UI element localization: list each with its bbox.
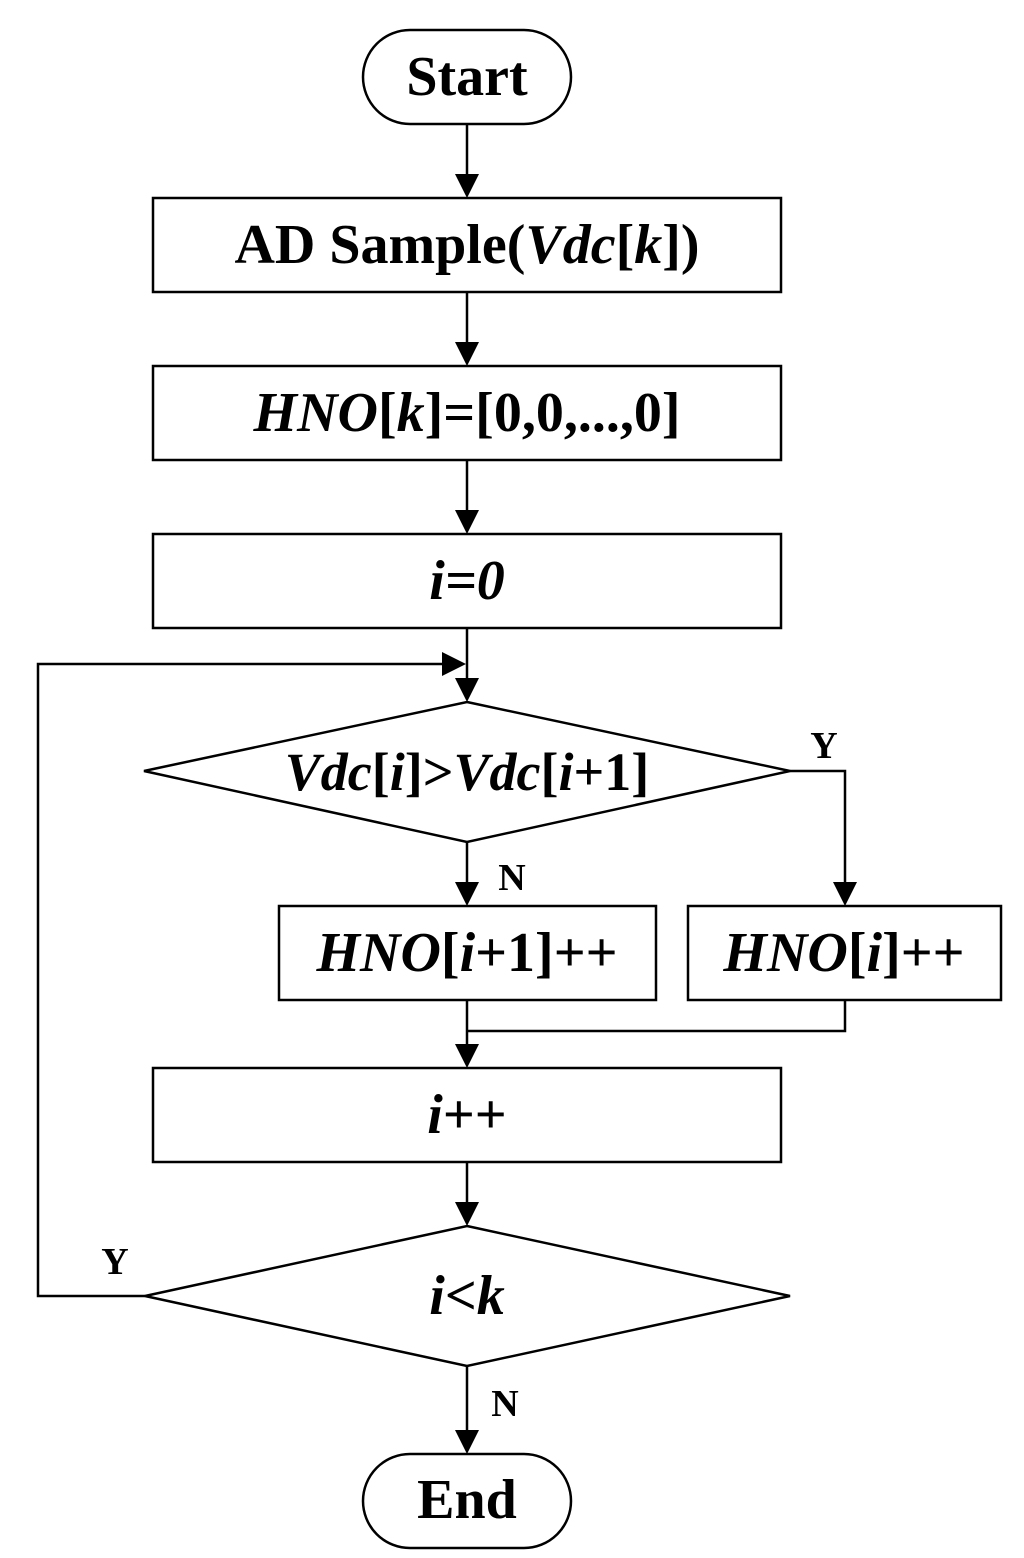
compare-label-part: [ [541, 742, 559, 802]
init-hno-label-part: ]=[0,0,...,0] [425, 382, 681, 444]
inc-next-label-part: [ [441, 922, 460, 984]
compare-label-part: Vdc [454, 742, 541, 802]
init-i-step: i=0 [151, 532, 783, 630]
compare-label-part: i [558, 742, 573, 802]
sample-label-part: Vdc [525, 214, 615, 276]
sample-label-part: ]) [662, 214, 699, 276]
loop-decision: i<k [144, 1224, 791, 1368]
compare-decision: Vdc[i]>Vdc[i+1] [143, 700, 791, 844]
loop-check-label: i<k [429, 1265, 504, 1327]
loop-no-label: N [491, 1383, 518, 1425]
compare-label-part: i [390, 742, 405, 802]
loop-check-label-part: i [429, 1265, 445, 1327]
start-node: Start [361, 28, 573, 126]
inc-cur-label-part: i [867, 922, 883, 984]
inc-cur-label-part: HNO [722, 922, 847, 984]
sample-step: AD Sample(Vdc[k]) [151, 196, 783, 294]
compare-no-label: N [498, 857, 525, 899]
init-i-label: i=0 [429, 550, 504, 612]
init-hno-step: HNO[k]=[0,0,...,0] [151, 364, 783, 462]
compare-yes-label: Y [810, 725, 837, 767]
inc-next-label-part: +1]++ [475, 922, 617, 984]
arrow-loop-back [36, 662, 446, 1298]
inc-cur-label: HNO[i]++ [722, 922, 964, 984]
merge-line [467, 1000, 847, 1033]
compare-label-part: Vdc [285, 742, 372, 802]
sample-label-part: [ [616, 214, 635, 276]
increment-label: i++ [427, 1084, 506, 1146]
init-hno-label: HNO[k]=[0,0,...,0] [253, 382, 681, 444]
compare-label-part: ]> [405, 742, 454, 802]
loop-yes-label: Y [101, 1241, 128, 1283]
sample-label-part: k [634, 214, 662, 276]
connectors [36, 124, 857, 1454]
init-hno-label-part: HNO [253, 382, 378, 444]
compare-label: Vdc[i]>Vdc[i+1] [285, 742, 650, 802]
start-label: Start [406, 46, 528, 108]
arrow-compare-yes [790, 769, 847, 886]
inc-cur-label-part: [ [848, 922, 867, 984]
compare-label-part: +1] [574, 742, 650, 802]
loop-check-label-part: k [477, 1265, 505, 1327]
increment-label-part: ++ [443, 1084, 507, 1146]
inc-next-step: HNO[i+1]++ [277, 904, 658, 1002]
compare-label-part: [ [372, 742, 390, 802]
inc-cur-label-part: ]++ [882, 922, 964, 984]
inc-next-label-part: HNO [315, 922, 440, 984]
loop-check-label-part: < [445, 1265, 477, 1327]
end-label: End [417, 1469, 517, 1531]
init-i-label-part: i=0 [429, 550, 504, 612]
inc-next-label-part: i [460, 922, 476, 984]
sample-label: AD Sample(Vdc[k]) [234, 214, 699, 276]
inc-cur-step: HNO[i]++ [686, 904, 1003, 1002]
sample-label-part: AD Sample( [234, 214, 525, 276]
init-hno-label-part: [ [378, 382, 397, 444]
increment-step: i++ [151, 1066, 783, 1164]
inc-next-label: HNO[i+1]++ [315, 922, 617, 984]
init-hno-label-part: k [397, 382, 425, 444]
end-node: End [361, 1452, 573, 1550]
increment-label-part: i [427, 1084, 443, 1146]
